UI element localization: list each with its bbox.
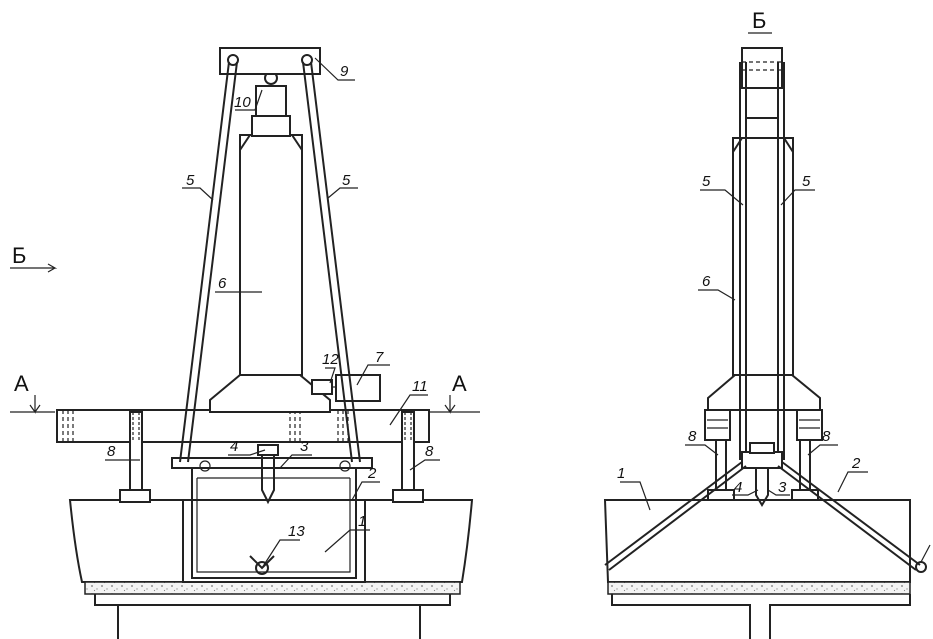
side-nut-right [791, 489, 819, 501]
callout-5-left: 5 [186, 172, 195, 189]
pulley-left [227, 54, 239, 66]
base-block-left [68, 499, 184, 583]
side-callout-6: 6 [702, 273, 711, 290]
stud-left [129, 411, 143, 491]
side-callout-5-left: 5 [702, 173, 711, 190]
side-screw-head [749, 442, 775, 454]
front-view [56, 47, 474, 639]
pulley-right [301, 54, 313, 66]
stud-right [401, 411, 415, 491]
callout-2: 2 [367, 465, 377, 482]
rod-left [179, 61, 238, 463]
wing-nut [255, 561, 269, 575]
callout-8-right: 8 [425, 443, 434, 460]
callout-5-right: 5 [342, 172, 351, 189]
side-cable-right [777, 461, 921, 571]
bracket-bolt-right [339, 460, 351, 472]
section-label-a-right: А [452, 371, 467, 396]
pump-fitting [311, 379, 333, 395]
side-rod-right [777, 62, 785, 460]
rod-right [302, 61, 361, 463]
concrete-slab [84, 581, 461, 595]
section-a-markers [10, 263, 480, 414]
base-block-right [364, 499, 474, 583]
nut-right [392, 489, 424, 503]
side-callout-1: 1 [617, 465, 625, 482]
bracket-plate [171, 457, 373, 469]
side-foundation-lower [611, 594, 911, 639]
side-jack-base [707, 374, 821, 411]
side-callout-8-left: 8 [688, 428, 697, 445]
jack-ram-upper [255, 85, 287, 117]
jack-ram [251, 115, 291, 137]
section-b-arrow [10, 263, 58, 273]
foundation-lower [94, 594, 451, 639]
callout-11: 11 [412, 378, 428, 395]
side-bracket [741, 451, 783, 469]
callout-13: 13 [288, 523, 305, 540]
screw-shaft [261, 455, 275, 505]
callout-4: 4 [230, 438, 238, 455]
callout-10: 10 [234, 94, 251, 111]
callout-8-left: 8 [107, 443, 116, 460]
side-anchor-right [915, 561, 927, 573]
section-label-b-left: Б [12, 243, 26, 268]
side-callout-4: 4 [734, 479, 742, 496]
section-label-b-right: Б [752, 8, 766, 33]
section-label-a-left: А [14, 371, 29, 396]
callout-9: 9 [340, 63, 349, 80]
callout-6: 6 [218, 275, 227, 292]
side-beam-hatch [707, 419, 820, 429]
side-view [603, 47, 931, 639]
screw-head [257, 444, 279, 456]
left-leaders [105, 57, 440, 569]
side-anchor-hook [920, 544, 931, 563]
callout-1: 1 [358, 513, 366, 530]
side-callout-2: 2 [851, 455, 861, 472]
callout-3: 3 [300, 438, 309, 455]
side-screw [755, 468, 769, 507]
beam [56, 409, 430, 443]
nut-left [119, 489, 151, 503]
side-callout-8-right: 8 [822, 428, 831, 445]
side-rod-left [739, 62, 747, 460]
jack-body [239, 134, 303, 376]
bracket-bolt-left [199, 460, 211, 472]
side-jack-ram [745, 87, 779, 119]
side-base-block [603, 499, 911, 583]
side-jack-ram-lower [745, 117, 779, 139]
side-callout-5-right: 5 [802, 173, 811, 190]
callout-7: 7 [375, 349, 384, 366]
right-leaders [620, 189, 868, 511]
side-beam-block-right [796, 409, 823, 441]
side-jack-cap [741, 47, 783, 89]
side-beam-block-left [704, 409, 731, 441]
side-cable-left [604, 461, 747, 571]
callout-12: 12 [322, 351, 339, 368]
side-concrete-slab [607, 581, 911, 595]
side-callout-3: 3 [778, 479, 787, 496]
top-plate [219, 47, 321, 75]
channel-box-outer [182, 499, 366, 583]
